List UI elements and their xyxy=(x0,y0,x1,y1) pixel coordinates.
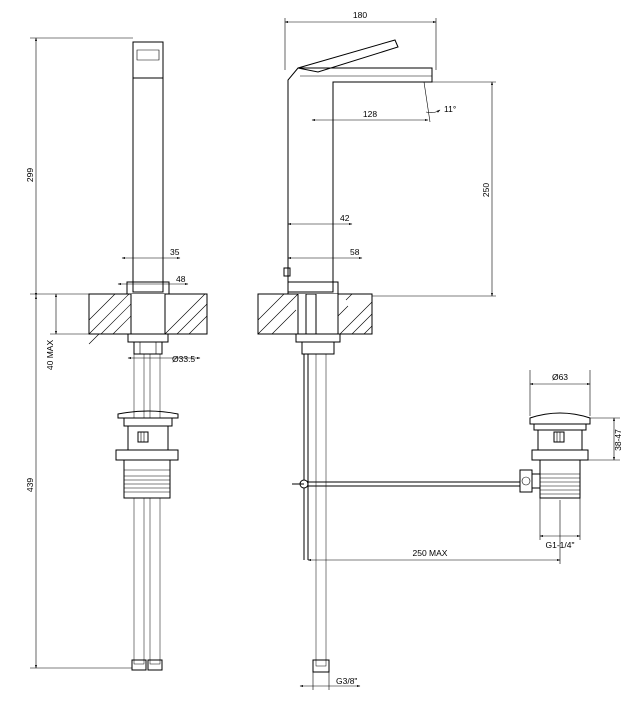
waste-detail xyxy=(519,412,591,499)
dim-overall-width: 180 xyxy=(353,10,367,20)
front-hose-left xyxy=(133,353,145,665)
front-countertop xyxy=(88,293,208,345)
dim-max-deck: 40 MAX xyxy=(45,340,55,371)
side-spout xyxy=(287,67,433,293)
dim-waste-height: 38-47 xyxy=(613,429,623,451)
dim-spout-height: 250 xyxy=(481,183,491,197)
side-countertop xyxy=(257,293,373,335)
front-body xyxy=(132,41,164,293)
dim-base-width: 48 xyxy=(176,274,186,284)
dim-hose-thread: G3/8" xyxy=(336,676,357,686)
dim-waste-cap: Ø63 xyxy=(552,372,568,382)
side-lever xyxy=(297,39,399,73)
side-hose xyxy=(315,353,327,667)
front-view xyxy=(88,41,208,671)
dim-body-width: 35 xyxy=(170,247,180,257)
dim-base-depth: 58 xyxy=(350,247,360,257)
dim-body-depth: 42 xyxy=(340,213,350,223)
side-view xyxy=(257,39,520,673)
dim-hole-diameter: Ø33.5 xyxy=(172,354,195,364)
side-dimensions: 180 128 11° 250 42 58 250 MAX G3/8" xyxy=(284,10,561,690)
dim-lever-angle: 11° xyxy=(444,104,456,114)
dim-front-height: 299 xyxy=(25,168,35,182)
dim-total-length: 439 xyxy=(25,478,35,492)
waste-dimensions: Ø63 38-47 G1-1/4" xyxy=(529,370,623,550)
dim-spout-reach: 128 xyxy=(363,109,377,119)
dim-rod-max: 250 MAX xyxy=(413,548,448,558)
dim-waste-thread: G1-1/4" xyxy=(545,540,574,550)
front-hose-right xyxy=(149,353,161,665)
front-dimensions: 299 439 40 MAX 35 48 Ø33.5 xyxy=(25,37,201,669)
front-waste xyxy=(115,410,179,499)
